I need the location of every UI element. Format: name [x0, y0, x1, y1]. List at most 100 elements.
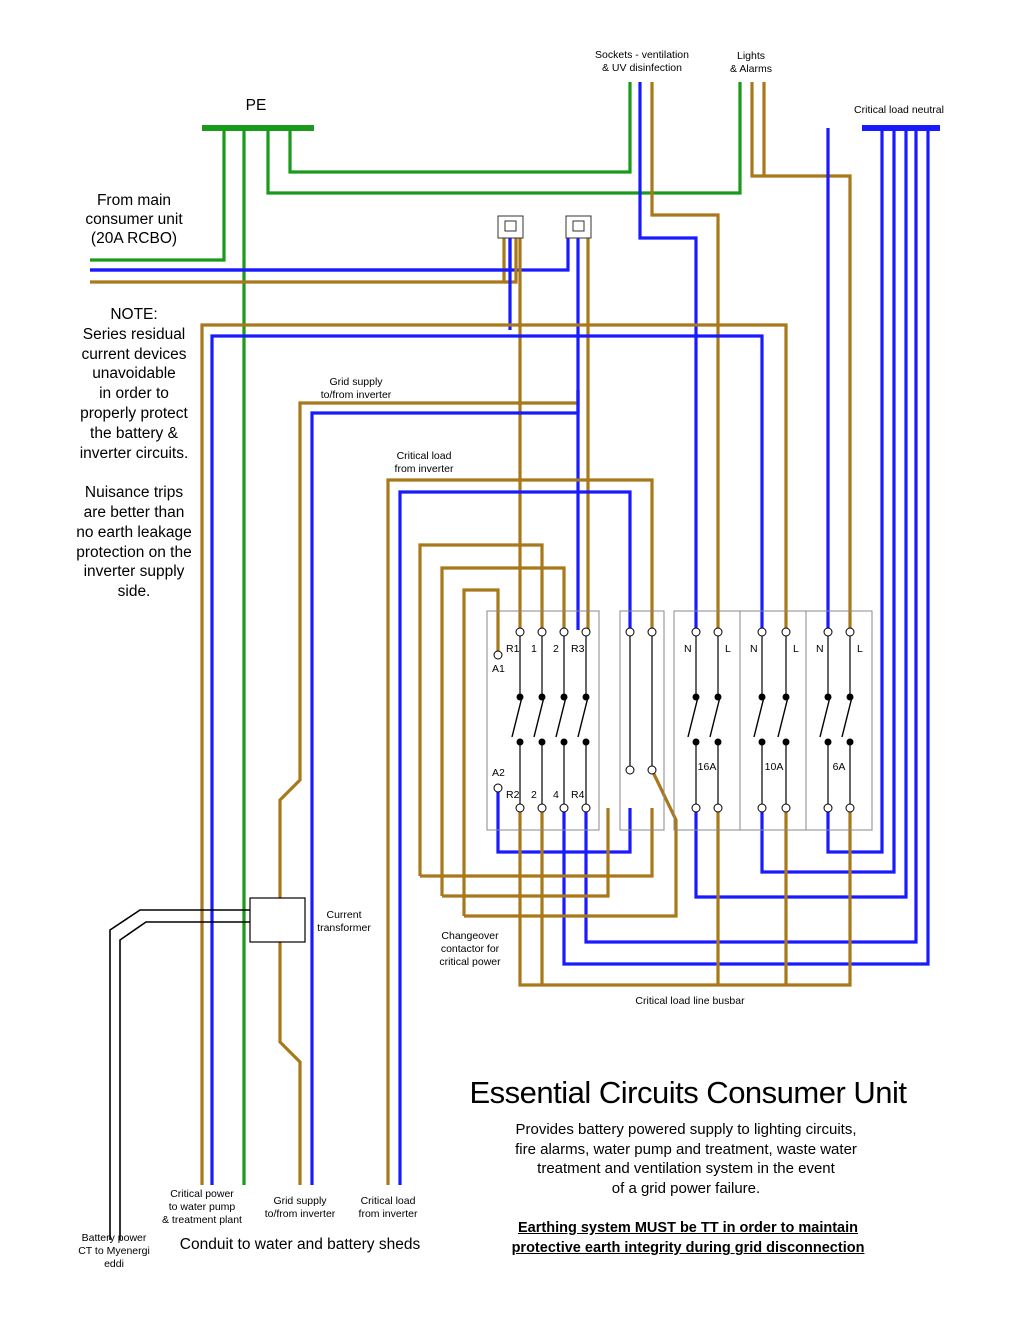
breaker-3-l-label: L	[857, 643, 863, 655]
breaker-3-n-switch-blade	[819, 696, 831, 738]
device-panel-2	[619, 610, 665, 831]
contactor-pole-1-contact-bottom	[516, 738, 524, 746]
isolator-bottom-terminal-2	[647, 765, 657, 775]
breaker-2-n-contact-bottom	[758, 738, 766, 746]
contactor-pole-2-contact-top	[538, 693, 546, 701]
contactor-pole-3-switch-blade	[555, 696, 567, 738]
contactor-top-label-1: R1	[506, 643, 520, 655]
breaker-1-l-contact-bottom	[714, 738, 722, 746]
coil-a1-feed	[462, 588, 500, 916]
critical-inv-neutral	[398, 490, 632, 1185]
contactor-pole-1-top-terminal	[515, 627, 525, 637]
coil-a1-label: A1	[492, 663, 505, 675]
contactor-pole-4-contact-bottom	[582, 738, 590, 746]
contactor-top-label-4: R3	[571, 643, 585, 655]
breaker-1-n-contact-bottom	[692, 738, 700, 746]
contactor-pole-2-switch-blade	[533, 696, 545, 738]
critical-from-inverter-bottom-label: Critical load from inverter	[358, 1195, 418, 1220]
isolator-top-terminal-1	[625, 627, 635, 637]
breaker-3-n-bottom-terminal	[823, 803, 833, 813]
contactor-top-label-2: 1	[531, 643, 537, 655]
contactor-pole-4-top-terminal	[581, 627, 591, 637]
contactor-pole-1-bottom-terminal	[515, 803, 525, 813]
pump-neutral	[210, 334, 764, 1185]
from-main-label: From main consumer unit (20A RCBO)	[85, 192, 183, 247]
contactor-bottom-label-4: R4	[571, 789, 585, 801]
neutral-to-16a	[694, 128, 908, 899]
contactor-bottom-label-3: 4	[553, 789, 559, 801]
critical-neutral-label: Critical load neutral	[854, 104, 944, 116]
breaker-2-l-label: L	[793, 643, 799, 655]
earth-to-lights	[266, 82, 742, 195]
rcd-1-toggle	[504, 220, 517, 232]
neutral-to-rcd2	[90, 238, 570, 272]
breaker-1-l-label: L	[725, 643, 731, 655]
conduit-label: Conduit to water and battery sheds	[179, 1236, 421, 1253]
breaker-2-n-top-terminal	[757, 627, 767, 637]
grid-supply-top-label: Grid supply to/from inverter	[320, 376, 392, 401]
breaker-1-l-bottom-terminal	[713, 803, 723, 813]
earth-from-main	[90, 128, 226, 262]
breaker-2-l-top-terminal	[781, 627, 791, 637]
contactor-pole-3-contact-top	[560, 693, 568, 701]
changeover-label: Changeover contactor for critical power	[439, 930, 501, 968]
wires	[90, 82, 940, 1240]
breaker-2-l-contact-top	[782, 693, 790, 701]
rcd1-link	[504, 238, 518, 284]
breaker-3-rating: 6A	[833, 761, 846, 773]
breaker-2-n-bottom-terminal	[757, 803, 767, 813]
isolator-bottom-terminal-1	[625, 765, 635, 775]
coil-a1-terminal	[493, 650, 503, 660]
grid-neutral	[310, 390, 580, 1185]
neutral-to-6a	[826, 128, 884, 854]
breaker-2-l-bottom-terminal	[781, 803, 791, 813]
breaker-2-l-contact-bottom	[782, 738, 790, 746]
contactor-pole-1-switch-blade	[511, 696, 523, 738]
pe-label: PE	[245, 97, 267, 114]
grid-line	[278, 390, 580, 1185]
device-panel-1	[486, 610, 600, 831]
grid-supply-bottom-label: Grid supply to/from inverter	[264, 1195, 336, 1220]
critical-line-busbar	[518, 808, 852, 987]
earth-to-sockets	[288, 82, 632, 174]
device-panel-5	[805, 610, 873, 831]
contactor-pole-4-switch-blade	[577, 696, 589, 738]
contactor-bottom-label-1: R2	[506, 789, 520, 801]
breaker-2-rating: 10A	[765, 761, 784, 773]
sockets-label: Sockets - ventilation & UV disinfection	[595, 49, 689, 74]
breaker-3-l-top-terminal	[845, 627, 855, 637]
breaker-2-l-switch-blade	[777, 696, 789, 738]
neutral-to-contactor-r4	[584, 128, 918, 944]
breaker-1-n-switch-blade	[687, 696, 699, 738]
neutral-to-10a	[760, 128, 896, 874]
neutral-to-contactor-4	[562, 128, 930, 966]
rcd-2-toggle	[572, 220, 585, 232]
contactor-pole-1-contact-top	[516, 693, 524, 701]
contactor-pole-3-bottom-terminal	[559, 803, 569, 813]
coil-a2-label: A2	[492, 767, 505, 779]
coil-a2-terminal	[493, 783, 503, 793]
critical-pump-label: Critical power to water pump & treatment…	[162, 1188, 242, 1226]
battery-ct-label: Battery power CT to Myenergi eddi	[78, 1232, 150, 1270]
contactor-pole-2-top-terminal	[537, 627, 547, 637]
contactor-pole-3-contact-bottom	[560, 738, 568, 746]
breaker-2-n-label: N	[750, 643, 758, 655]
breaker-1-n-label: N	[684, 643, 692, 655]
page-title: Essential Circuits Consumer Unit	[469, 1075, 907, 1110]
busbar-label: Critical load line busbar	[635, 995, 745, 1007]
ct-cable-a	[109, 909, 250, 1240]
contactor-pole-2-bottom-terminal	[537, 803, 547, 813]
breaker-3-n-contact-bottom	[824, 738, 832, 746]
breaker-1-n-top-terminal	[691, 627, 701, 637]
coil-loop-inner	[440, 566, 566, 896]
breaker-3-n-top-terminal	[823, 627, 833, 637]
breaker-3-n-label: N	[816, 643, 824, 655]
breaker-2-n-contact-top	[758, 693, 766, 701]
breaker-1-l-switch-blade	[709, 696, 721, 738]
breaker-3-l-bottom-terminal	[845, 803, 855, 813]
breaker-3-l-switch-blade	[841, 696, 853, 738]
coil-loop-outer	[418, 543, 544, 876]
lights-label: Lights & Alarms	[729, 50, 772, 75]
